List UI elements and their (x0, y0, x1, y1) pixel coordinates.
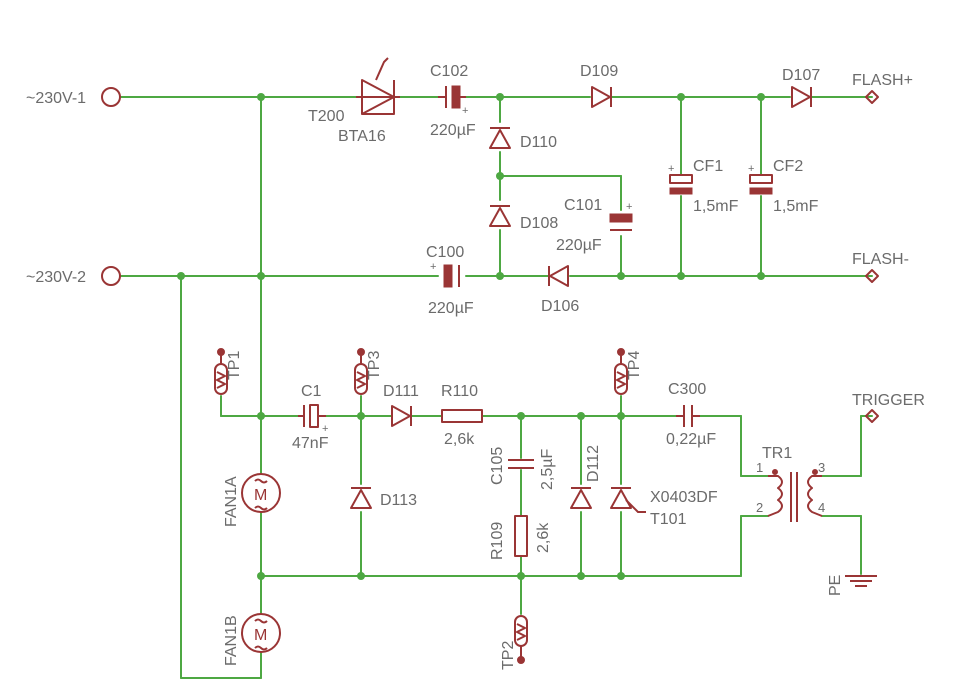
label-motor-fan1b: M (254, 627, 267, 644)
label-cf1-value: 1,5mF (693, 198, 739, 215)
label-c300-value: 0,22µF (666, 431, 716, 448)
triac-t200-symbol (356, 57, 400, 115)
capacitor-c1-symbol (298, 404, 326, 428)
diode-d112-symbol (570, 487, 592, 509)
label-tp1: TP1 (226, 351, 243, 380)
label-cf1-name: CF1 (693, 158, 723, 175)
capacitor-c101-symbol (609, 213, 633, 231)
diode-d108-symbol (489, 205, 511, 227)
label-x0403df: X0403DF (650, 489, 718, 506)
label-d106: D106 (541, 298, 579, 315)
label-d113: D113 (380, 492, 417, 509)
capacitor-cf1-symbol (669, 174, 693, 195)
label-c102-plus: + (462, 105, 468, 117)
label-fan1a: FAN1A (223, 476, 240, 527)
label-t200-value: BTA16 (338, 128, 386, 145)
label-motor-fan1a: M (254, 487, 267, 504)
diode-d107-symbol (791, 86, 812, 108)
label-r109-name: R109 (489, 522, 506, 560)
resistor-r109-symbol (514, 515, 528, 557)
diode-d110-symbol (489, 127, 511, 149)
wires (119, 96, 873, 679)
label-d109: D109 (580, 63, 618, 80)
flash-plus-terminal (865, 90, 879, 104)
label-mains2: ~230V-2 (26, 269, 86, 286)
labels: ~230V-1 ~230V-2 T200 BTA16 C102 + 220µF … (26, 63, 925, 670)
diode-d113-symbol (350, 487, 372, 509)
label-pe: PE (827, 575, 844, 596)
label-c101-name: C101 (564, 197, 602, 214)
label-c1-plus: + (322, 423, 328, 435)
label-tr1-pin4: 4 (818, 500, 825, 515)
transformer-tr1-symbol (767, 469, 823, 522)
capacitor-c100-symbol (443, 264, 460, 288)
capacitor-c105-symbol (508, 459, 534, 469)
testpoint-tp4-symbol (614, 348, 628, 395)
label-t200-name: T200 (308, 108, 345, 125)
label-c105-name: C105 (489, 447, 506, 485)
label-tp3: TP3 (366, 351, 383, 380)
label-c102-value: 220µF (430, 122, 476, 139)
diode-d109-symbol (591, 86, 612, 108)
label-r110-value: 2,6k (444, 431, 475, 448)
label-tr1-pin2: 2 (756, 500, 763, 515)
fan-motor-fan1b-symbol (241, 613, 281, 653)
label-c300-name: C300 (668, 381, 706, 398)
fan-motor-fan1a-symbol (241, 473, 281, 513)
label-c102-name: C102 (430, 63, 468, 80)
label-c1-name: C1 (301, 383, 322, 400)
label-cf1-plus: + (668, 163, 674, 175)
diode-d106-symbol (548, 265, 569, 287)
testpoint-tp1-symbol (214, 348, 228, 395)
label-c101-plus: + (626, 201, 632, 213)
capacitor-c102-symbol (438, 85, 466, 109)
label-tr1-pin3: 3 (818, 460, 825, 475)
mains1-terminal (101, 87, 121, 107)
label-c100-plus: + (430, 261, 436, 273)
capacitor-cf2-symbol (749, 174, 773, 195)
thyristor-t101-symbol (610, 487, 646, 513)
label-c100-name: C100 (426, 244, 464, 261)
label-r109-value: 2,6k (535, 522, 552, 553)
testpoint-tp3-symbol (354, 348, 368, 395)
label-d108: D108 (520, 215, 558, 232)
label-trigger: TRIGGER (852, 392, 925, 409)
label-tr1-pin1: 1 (756, 460, 763, 475)
label-mains1: ~230V-1 (26, 90, 86, 107)
diode-d111-symbol (391, 405, 412, 427)
label-tr1: TR1 (762, 445, 792, 462)
label-d112: D112 (585, 445, 602, 482)
mains2-terminal (101, 266, 121, 286)
capacitor-c300-symbol (676, 405, 700, 427)
label-t101: T101 (650, 511, 687, 528)
label-d111: D111 (383, 383, 419, 400)
label-cf2-value: 1,5mF (773, 198, 819, 215)
label-cf2-plus: + (748, 163, 754, 175)
label-tp4: TP4 (626, 351, 643, 380)
label-cf2-name: CF2 (773, 158, 803, 175)
label-c101-value: 220µF (556, 237, 602, 254)
label-fan1b: FAN1B (223, 615, 240, 666)
label-d107: D107 (782, 67, 820, 84)
resistor-r110-symbol (441, 409, 483, 423)
trigger-terminal (865, 409, 879, 423)
testpoint-tp2-symbol (514, 615, 528, 664)
junctions (177, 93, 765, 580)
label-c105-value: 2,5µF (539, 449, 556, 490)
label-flash-minus: FLASH- (852, 251, 909, 268)
label-tp2: TP2 (500, 641, 517, 670)
flash-minus-terminal (865, 269, 879, 283)
label-flash-plus: FLASH+ (852, 72, 913, 89)
label-c100-value: 220µF (428, 300, 474, 317)
label-d110: D110 (520, 134, 557, 151)
label-c1-value: 47nF (292, 435, 329, 452)
label-r110-name: R110 (441, 383, 478, 400)
ground-pe-symbol (845, 575, 877, 587)
